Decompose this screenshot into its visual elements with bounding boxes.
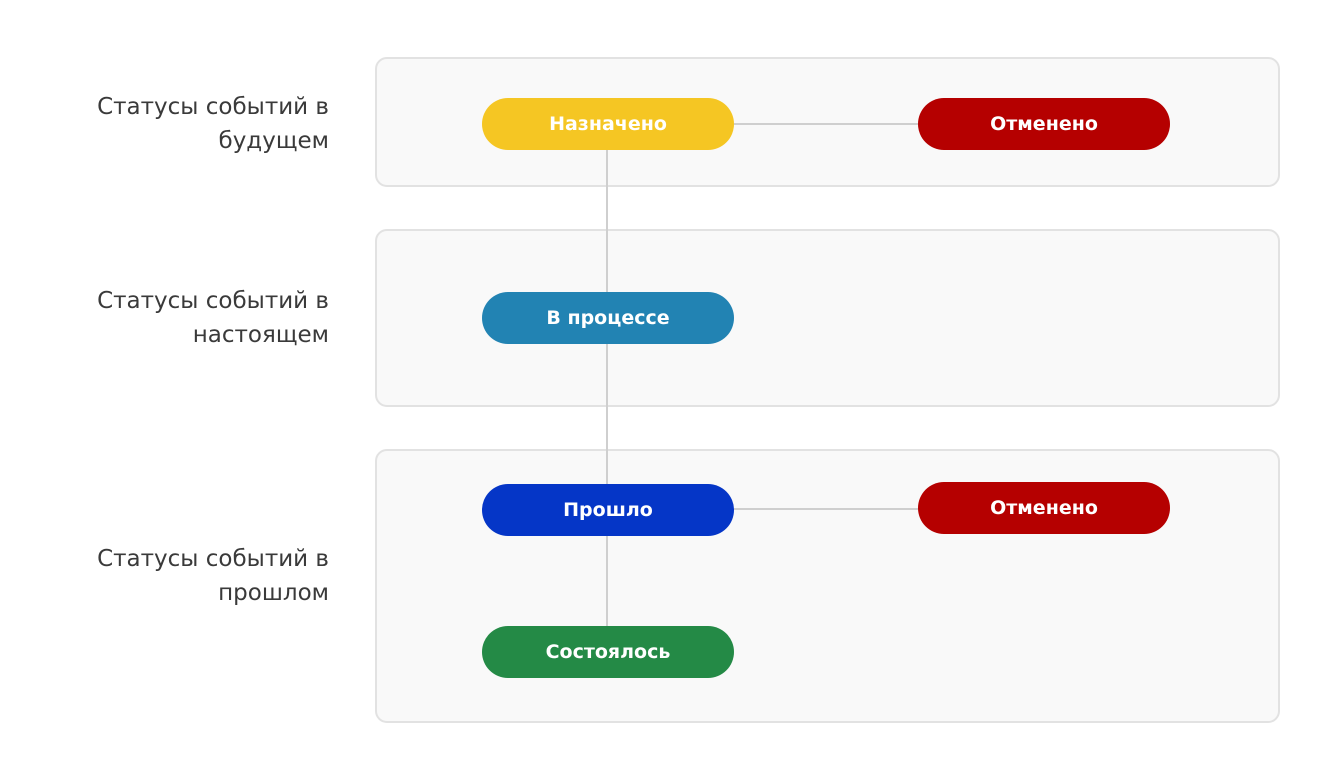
status-pill-cancelled-future[interactable]: Отменено [918,98,1170,150]
status-pill-scheduled[interactable]: Назначено [482,98,734,150]
present-row-label: Статусы событий в настоящем [97,288,329,348]
future-row-label: Статусы событий в будущем [97,94,329,154]
status-pill-cancelled-past[interactable]: Отменено [918,482,1170,534]
status-pill-completed[interactable]: Состоялось [482,626,734,678]
status-pill-in-progress[interactable]: В процессе [482,292,734,344]
past-row-label: Статусы событий в прошлом [97,546,329,606]
status-pill-past[interactable]: Прошло [482,484,734,536]
